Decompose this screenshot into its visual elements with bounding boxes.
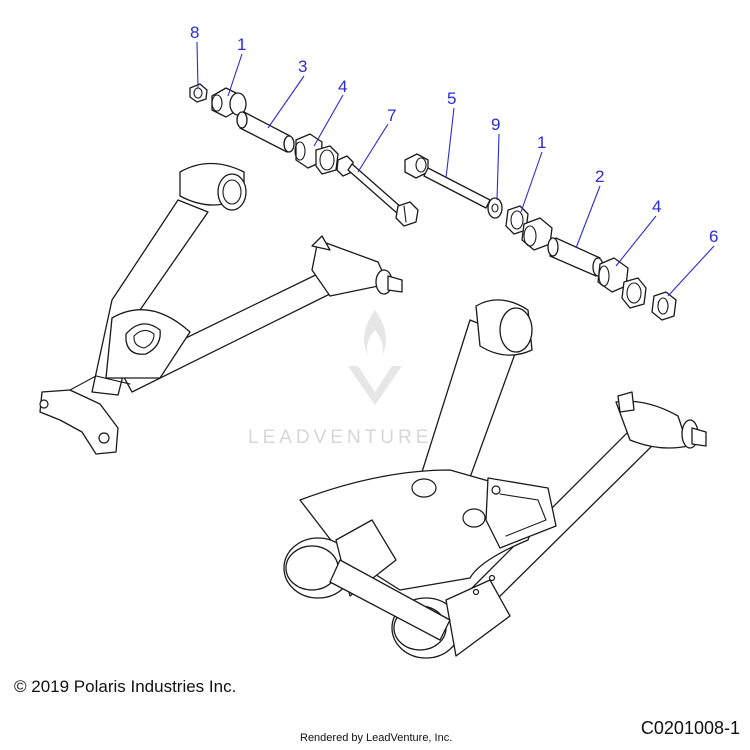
leader-4b: [615, 215, 657, 267]
leader-2: [575, 185, 601, 249]
watermark-v-logo-icon: [348, 366, 402, 405]
copyright-text: © 2019 Polaris Industries Inc.: [14, 677, 237, 696]
leader-9: [496, 133, 500, 201]
part-3-sleeve: [236, 111, 295, 153]
part-8-nut: [189, 83, 208, 103]
part-1-bushing-lower: [505, 205, 553, 251]
callout-9: 9: [491, 115, 500, 134]
watermark-text: LEADVENTURE: [248, 427, 432, 448]
part-4-bushing-upper: [294, 133, 339, 175]
upper-a-arm: [39, 162, 403, 455]
lower-a-arm: [283, 299, 707, 659]
callout-8: 8: [190, 23, 199, 42]
leader-7: [357, 123, 389, 173]
upper-left-hardware-stack: [189, 83, 419, 227]
leader-1b: [520, 151, 543, 213]
part-6-nut: [651, 291, 677, 321]
callout-labels: 8 1 3 4 7 5 9 1 2 4 6: [190, 23, 718, 246]
watermark: LEADVENTURE: [248, 310, 432, 448]
callout-4-upper: 4: [338, 77, 347, 96]
callout-5: 5: [447, 89, 456, 108]
callout-1-upper: 1: [237, 35, 246, 54]
leader-3: [267, 75, 305, 129]
leader-6: [667, 245, 715, 297]
diagram-code: C0201008-1: [640, 718, 740, 738]
leader-5: [445, 107, 455, 179]
callout-2: 2: [595, 167, 604, 186]
part-4-bushing-lower: [597, 257, 647, 309]
watermark-flame-icon: [364, 310, 386, 362]
part-5-bolt: [404, 153, 491, 209]
callout-3: 3: [298, 57, 307, 76]
callout-7: 7: [387, 106, 396, 125]
callout-leaders: [196, 41, 715, 297]
callout-6: 6: [709, 227, 718, 246]
leader-1a: [227, 53, 243, 97]
part-7-bolt: [336, 155, 419, 227]
leader-8: [196, 41, 199, 89]
part-9-washer: [487, 197, 503, 219]
part-2-sleeve: [547, 237, 604, 277]
callout-4-lower: 4: [652, 197, 661, 216]
rendered-by-text: Rendered by LeadVenture, Inc.: [300, 732, 453, 744]
leader-4a: [313, 94, 344, 147]
part-1-bushing-upper: [211, 87, 247, 118]
callout-1-lower: 1: [537, 133, 546, 152]
upper-right-hardware-stack: [404, 153, 677, 321]
